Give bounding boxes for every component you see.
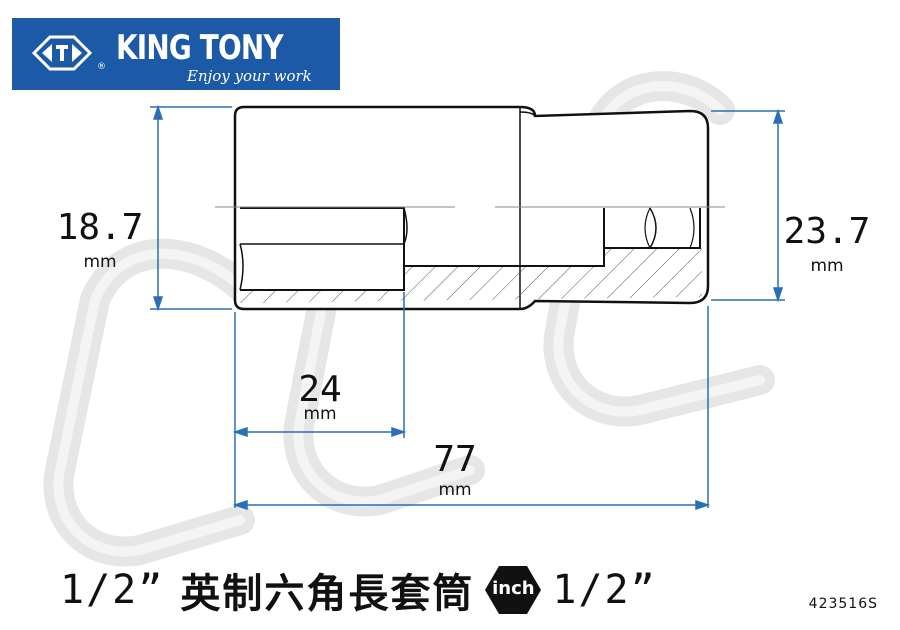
diamond-arrows-icon (32, 35, 92, 71)
dim-small-od-value: 18.7 (56, 207, 144, 248)
dim-large-od: 23.7 mm (772, 214, 882, 275)
section-hatch (240, 248, 702, 303)
dim-small-od-unit: mm (83, 252, 117, 272)
brand-logo: ® KING TONY Enjoy your work (12, 18, 340, 90)
dim-hex-depth-unit: mm (303, 404, 337, 424)
inch-badge: inch (484, 564, 542, 616)
product-name: 英制六角長套筒 (180, 571, 475, 617)
hex-bore (240, 207, 405, 291)
dim-large-od-unit: mm (810, 256, 844, 276)
dim-overall-length-value: 77 (433, 439, 477, 480)
dim-overall-length: 77 mm (400, 442, 510, 499)
hexagon-icon (485, 566, 542, 614)
dim-hex-depth: 24 mm (265, 372, 375, 423)
registered-mark: ® (97, 62, 106, 72)
drive-square (603, 208, 701, 249)
brand-name: KING TONY (116, 28, 284, 68)
product-title: 1/2” 英制六角長套筒 inch 1/2” (60, 560, 657, 620)
dim-overall-length-unit: mm (438, 480, 472, 500)
drive-size: 1/2” (60, 567, 165, 613)
dim-hex-depth-value: 24 (298, 369, 342, 410)
inch-badge-label: inch (492, 578, 535, 599)
dim-large-od-value: 23.7 (783, 211, 871, 252)
product-code: 423516S (808, 596, 878, 612)
hex-size: 1/2” (552, 567, 657, 613)
dim-small-od: 18.7 mm (45, 210, 155, 271)
brand-tagline: Enjoy your work (187, 67, 312, 85)
